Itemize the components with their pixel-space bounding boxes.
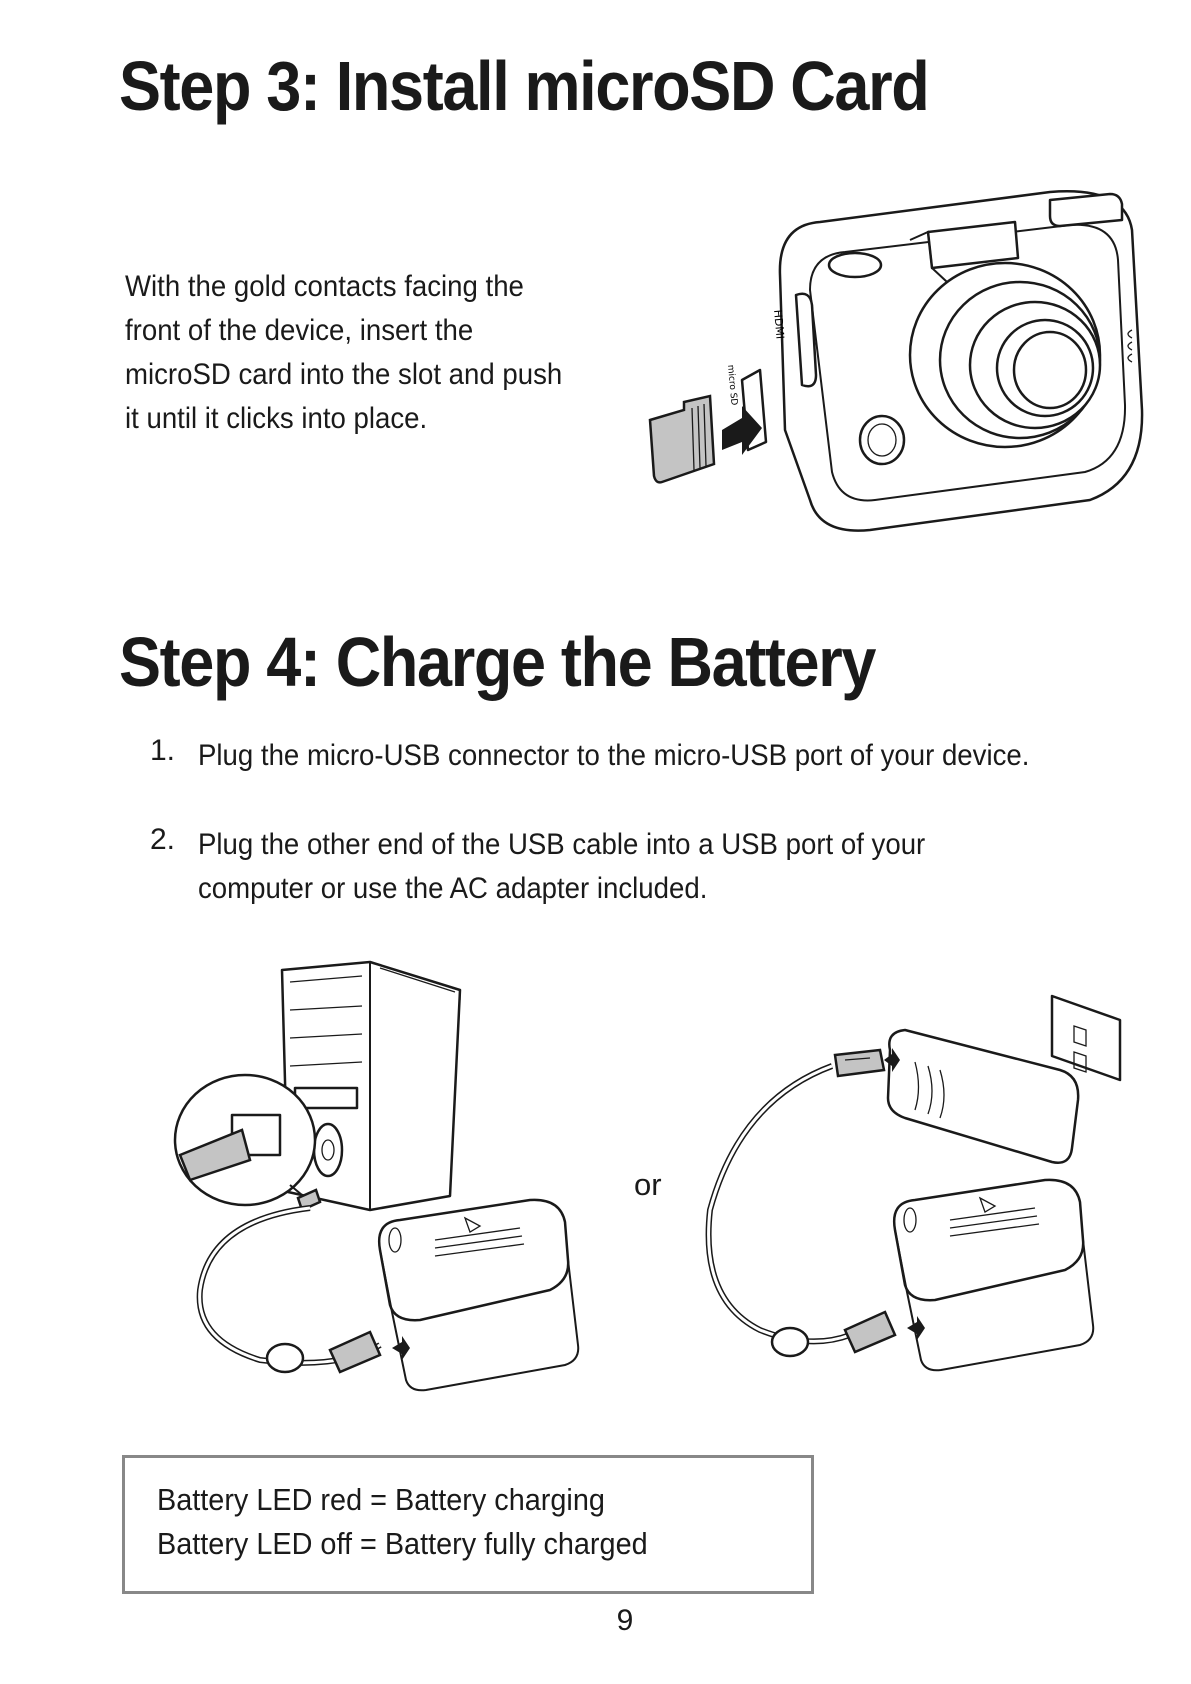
hdmi-label: HDMI <box>771 309 787 340</box>
list-number: 2. <box>150 823 176 856</box>
step4-heading: Step 4: Charge the Battery <box>119 623 876 701</box>
battery-led-note: Battery LED red = Battery charging Batte… <box>122 1455 814 1594</box>
page-number: 9 <box>616 1604 634 1637</box>
step3-body: With the gold contacts facing the front … <box>125 265 600 441</box>
ac-adapter-charging-illustration <box>705 994 1122 1372</box>
note-line: Battery LED off = Battery fully charged <box>157 1526 648 1561</box>
step3-body-line: microSD card into the slot and push <box>125 358 563 391</box>
step3-body-line: it until it clicks into place. <box>125 402 428 435</box>
step3-body-line: front of the device, insert the <box>125 314 474 347</box>
step3-body-line: With the gold contacts facing the <box>125 270 524 303</box>
note-line: Battery LED red = Battery charging <box>157 1482 605 1517</box>
list-text: Plug the micro-USB connector to the micr… <box>198 739 1030 772</box>
list-text: Plug the other end of the USB cable into… <box>198 828 926 861</box>
or-label: or <box>634 1167 662 1202</box>
list-text: computer or use the AC adapter included. <box>198 872 708 905</box>
list-number: 1. <box>150 734 176 767</box>
microsd-label: micro SD <box>725 364 739 406</box>
computer-charging-illustration <box>173 960 580 1392</box>
step3-heading: Step 3: Install microSD Card <box>119 47 930 125</box>
camera-microsd-illustration: HDMI micro SD <box>648 190 1144 532</box>
